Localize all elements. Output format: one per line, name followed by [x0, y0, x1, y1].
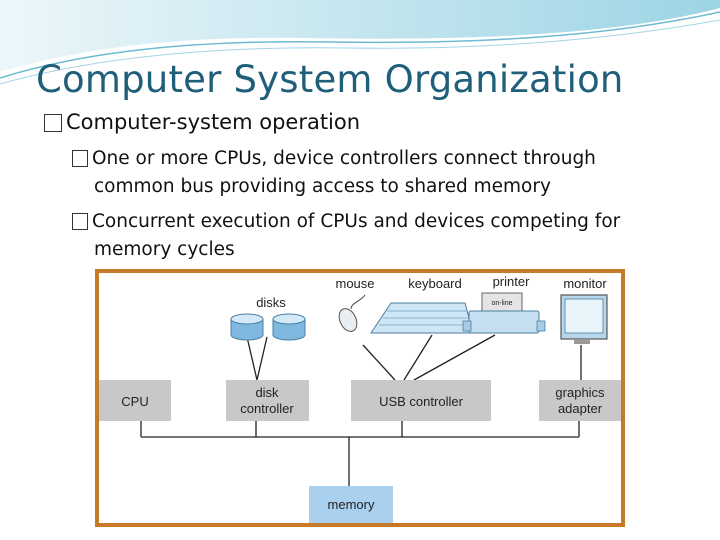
graphics-adapter-label-1: graphics	[555, 385, 605, 400]
bullet-computer-system-operation: Computer-system operation	[44, 110, 360, 134]
disks-label: disks	[256, 295, 286, 310]
printer-panel-label: on-line	[491, 300, 512, 307]
system-organization-diagram: CPU disk controller USB controller graph…	[95, 269, 625, 527]
disk-controller-box: disk controller	[226, 380, 309, 421]
header-wave-decoration	[0, 0, 720, 85]
disk-controller-label-2: controller	[240, 401, 294, 416]
disk-controller-label-1: disk	[255, 385, 279, 400]
subbullet-concurrent-execution: Concurrent execution of CPUs and devices…	[72, 208, 620, 264]
printer-label: printer	[493, 274, 531, 289]
bullet-box-icon	[72, 213, 88, 230]
monitor-label: monitor	[563, 276, 607, 291]
bullet-box-icon	[72, 150, 88, 167]
printer-icon: on-line	[462, 292, 546, 334]
mouse-icon	[338, 294, 366, 332]
monitor-icon	[560, 294, 608, 344]
subbullet-text-line2: memory cycles	[94, 239, 235, 260]
bullet-text: Computer-system operation	[66, 110, 361, 134]
subbullet-text-line1: One or more CPUs, device controllers con…	[92, 148, 596, 169]
diagram-canvas: CPU disk controller USB controller graph…	[99, 274, 621, 523]
usb-controller-label: USB controller	[379, 394, 463, 409]
graphics-adapter-label-2: adapter	[558, 401, 603, 416]
memory-box: memory	[309, 486, 393, 523]
bullet-box-icon	[44, 114, 62, 132]
cpu-box: CPU	[99, 380, 171, 421]
usb-controller-box: USB controller	[351, 380, 491, 421]
graphics-adapter-box: graphics adapter	[539, 380, 621, 421]
cpu-label: CPU	[121, 394, 148, 409]
bus-lines	[140, 334, 582, 486]
mouse-label: mouse	[335, 276, 374, 291]
disks-icon	[230, 313, 306, 341]
subbullet-text-line1: Concurrent execution of CPUs and devices…	[92, 211, 621, 232]
memory-label: memory	[328, 497, 375, 512]
subbullet-cpus-controllers: One or more CPUs, device controllers con…	[72, 145, 596, 201]
slide-title: Computer System Organization	[36, 58, 624, 101]
keyboard-icon	[370, 302, 474, 334]
keyboard-label: keyboard	[408, 276, 461, 291]
subbullet-text-line2: common bus providing access to shared me…	[94, 176, 551, 197]
